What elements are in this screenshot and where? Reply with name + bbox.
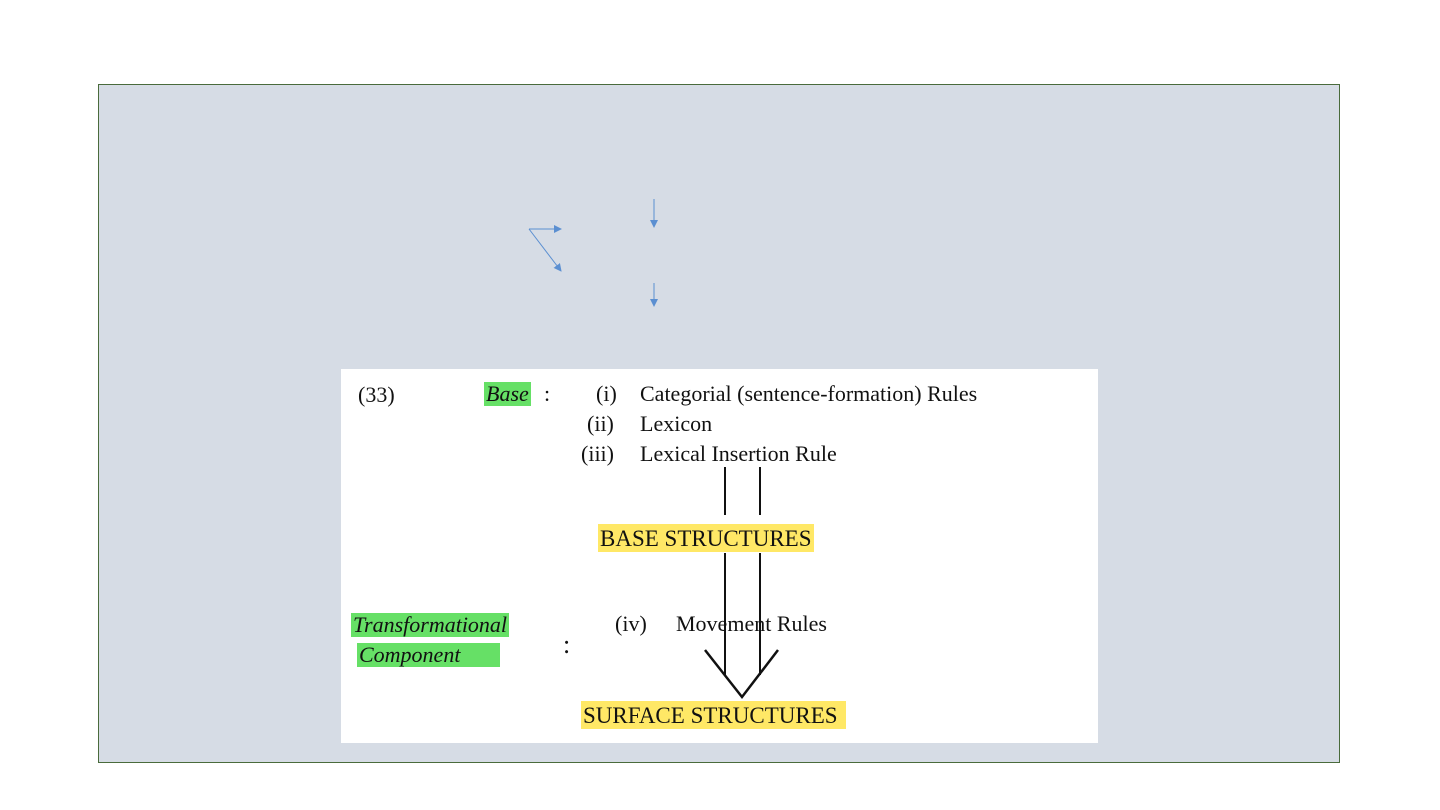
transformational-colon: : — [563, 630, 571, 659]
derivation-arrow — [704, 467, 779, 700]
figure-number: (33) — [358, 382, 395, 407]
transformational-label: Transformational — [351, 612, 510, 637]
component-label: Component — [357, 643, 501, 667]
base-label: Base — [484, 381, 531, 406]
rule-i-num: (i) — [596, 381, 617, 406]
base-structures-label: BASE STRUCTURES — [598, 524, 814, 552]
grammar-model-figure: (33) Base : (i) Categorial (sentence-for… — [341, 369, 1098, 743]
rule-iii-num: (iii) — [581, 441, 614, 466]
base-colon: : — [544, 381, 551, 406]
rule-i-text: Categorial (sentence-formation) Rules — [640, 381, 978, 406]
rule-ii-num: (ii) — [587, 411, 614, 436]
rule-ii-text: Lexicon — [640, 411, 713, 436]
surface-structures-label: SURFACE STRUCTURES — [581, 701, 846, 729]
rule-iv-text: Movement Rules — [676, 611, 827, 636]
rule-iii-text: Lexical Insertion Rule — [640, 441, 837, 466]
rule-iv-num: (iv) — [615, 611, 647, 636]
